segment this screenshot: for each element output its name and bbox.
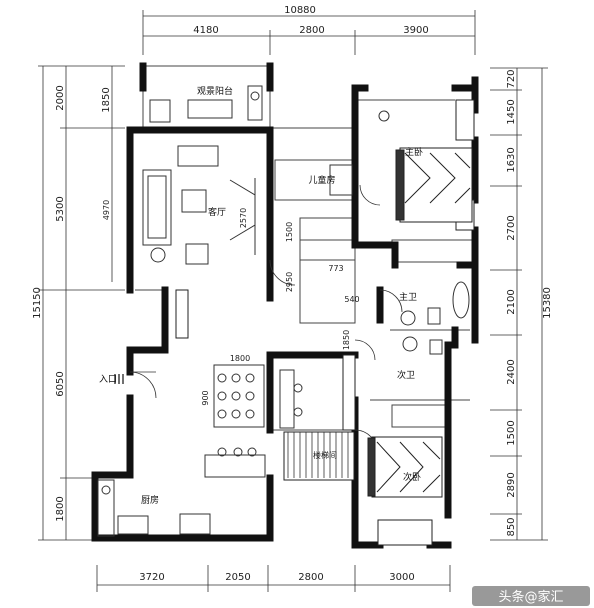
dim-left-3: 6050 (55, 371, 66, 396)
right-dimensions (490, 67, 548, 541)
balcony-furniture (149, 85, 263, 123)
dim-right-total: 15380 (542, 287, 553, 319)
dim-bottom-1: 3720 (139, 572, 164, 583)
room-label-living: 客厅 (208, 206, 226, 218)
dim-right-7: 1500 (506, 420, 517, 445)
dim-top-total: 10880 (284, 5, 316, 16)
room-label-stair: 楼梯间 (313, 450, 337, 460)
dim-right-4: 2700 (506, 215, 517, 240)
dim-bottom-2: 2050 (225, 572, 250, 583)
top-dimensions (142, 10, 476, 55)
dim-left-4: 1800 (55, 496, 66, 521)
dim-left-1: 2000 (55, 85, 66, 110)
dim-interior-6: 1850 (342, 330, 351, 350)
room-label-balcony: 观景阳台 (197, 85, 233, 97)
dining-furniture (204, 364, 303, 478)
bath-fixtures (329, 110, 470, 355)
bottom-dimensions (96, 565, 451, 592)
dim-right-2: 1450 (506, 99, 517, 124)
dim-top-1: 4180 (193, 25, 218, 36)
living-furniture (142, 145, 256, 265)
dim-interior-2: 1500 (285, 222, 294, 242)
dim-right-1: 720 (506, 69, 517, 88)
dim-left-inner-1: 1850 (101, 87, 112, 112)
dim-right-3: 1630 (506, 147, 517, 172)
stair-hatch (287, 432, 349, 478)
dim-top-2: 2800 (299, 25, 324, 36)
dim-right-5: 2100 (506, 289, 517, 314)
dim-left-2: 5300 (55, 196, 66, 221)
dim-interior-4: 2950 (285, 272, 294, 292)
master-bed (395, 147, 473, 223)
room-label-master: 主卧 (405, 146, 423, 158)
watermark: 头条@家汇 (472, 586, 590, 606)
dim-interior-5: 540 (344, 295, 359, 304)
dim-bottom-4: 3000 (389, 572, 414, 583)
room-label-master-bath: 主卫 (399, 291, 417, 303)
doors (129, 184, 403, 453)
room-label-second-bed: 次卧 (403, 471, 421, 483)
entrance-arrow-icon (114, 374, 124, 384)
dim-interior-8: 900 (201, 390, 210, 405)
room-label-kids: 儿童房 (308, 174, 335, 186)
kitchen-furniture (97, 479, 211, 537)
dim-bottom-3: 2800 (298, 572, 323, 583)
dim-interior-7: 1800 (230, 354, 250, 363)
room-label-kitchen: 厨房 (141, 494, 159, 506)
dim-right-6: 2400 (506, 359, 517, 384)
dim-left-total: 15150 (32, 287, 43, 319)
dim-left-inner-2: 4970 (102, 200, 111, 220)
room-label-second-bath: 次卫 (397, 369, 415, 381)
dim-interior-1: 2570 (239, 208, 248, 228)
room-label-entrance: 入口 (99, 374, 117, 385)
watermark-text: 头条@家汇 (498, 589, 563, 605)
dim-interior-3: 773 (328, 264, 343, 273)
dim-right-8: 2890 (506, 472, 517, 497)
left-dimensions (38, 65, 125, 541)
dim-right-9: 850 (506, 517, 517, 536)
second-bed (367, 436, 443, 498)
dim-top-3: 3900 (403, 25, 428, 36)
